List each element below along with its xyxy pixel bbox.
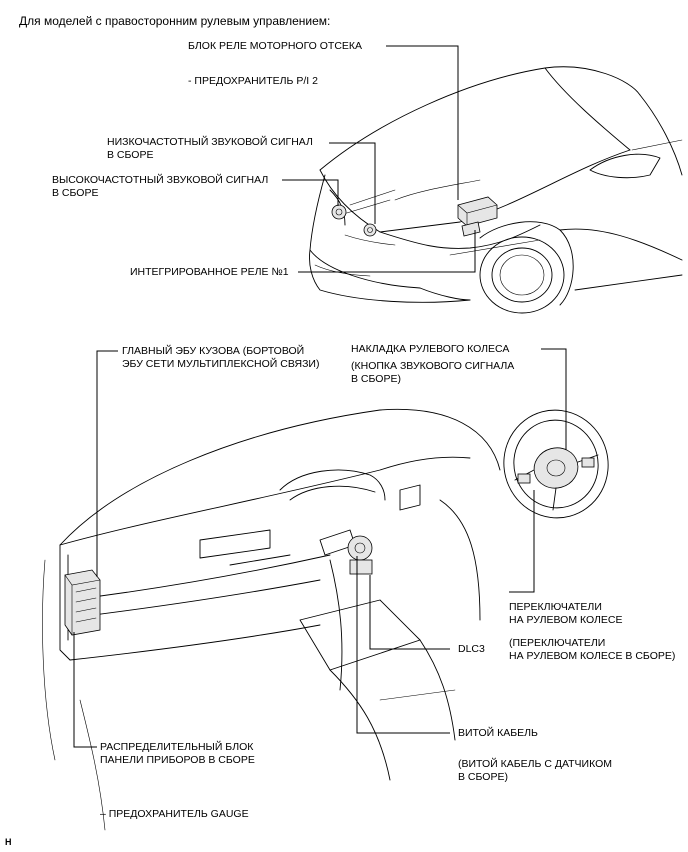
label-main-ecu-line2: ЭБУ СЕТИ МУЛЬТИПЛЕКСНОЙ СВЯЗИ) — [122, 358, 320, 370]
label-wheel-pad-line3: В СБОРЕ) — [351, 373, 401, 385]
label-wheel-switch-line3: (ПЕРЕКЛЮЧАТЕЛИ — [509, 637, 606, 649]
label-spiral-line1: ВИТОЙ КАБЕЛЬ — [458, 727, 538, 739]
corner-mark: H — [5, 837, 12, 847]
label-engine-relay-block: БЛОК РЕЛЕ МОТОРНОГО ОТСЕКА — [188, 40, 363, 52]
label-fuse-pi2: - ПРЕДОХРАНИТЕЛЬ P/I 2 — [188, 75, 318, 87]
label-junction-line1: РАСПРЕДЕЛИТЕЛЬНЫЙ БЛОК — [100, 741, 254, 753]
label-high-horn-line2: В СБОРЕ — [52, 187, 99, 199]
header-note: Для моделей с правосторонним рулевым упр… — [19, 14, 331, 28]
car-illustration — [309, 66, 683, 314]
label-wheel-pad-line2: (КНОПКА ЗВУКОВОГО СИГНАЛА — [351, 360, 515, 372]
label-fuse-gauge: – ПРЕДОХРАНИТЕЛЬ GAUGE — [100, 808, 249, 820]
label-spiral-line2: (ВИТОЙ КАБЕЛЬ С ДАТЧИКОМ — [458, 758, 612, 770]
leader-lines — [73, 45, 567, 748]
label-wheel-pad-line1: НАКЛАДКА РУЛЕВОГО КОЛЕСА — [351, 343, 510, 355]
label-dlc3: DLC3 — [458, 643, 485, 655]
label-integrated-relay: ИНТЕГРИРОВАННОЕ РЕЛЕ №1 — [130, 266, 289, 278]
label-wheel-switch-line2: НА РУЛЕВОМ КОЛЕСЕ — [509, 614, 623, 626]
label-wheel-switch-line1: ПЕРЕКЛЮЧАТЕЛИ — [509, 601, 602, 613]
label-main-ecu-line1: ГЛАВНЫЙ ЭБУ КУЗОВА (БОРТОВОЙ — [122, 345, 305, 357]
label-junction-line2: ПАНЕЛИ ПРИБОРОВ В СБОРЕ — [100, 754, 255, 766]
label-spiral-line3: В СБОРЕ) — [458, 771, 508, 783]
label-wheel-switch-line4: НА РУЛЕВОМ КОЛЕСЕ В СБОРЕ) — [509, 650, 676, 662]
dashboard-illustration — [42, 408, 501, 831]
label-high-horn-line1: ВЫСОКОЧАСТОТНЫЙ ЗВУКОВОЙ СИГНАЛ — [52, 174, 269, 186]
label-low-horn-line1: НИЗКОЧАСТОТНЫЙ ЗВУКОВОЙ СИГНАЛ — [107, 136, 313, 148]
label-low-horn-line2: В СБОРЕ — [107, 149, 154, 161]
steering-wheel-illustration — [503, 409, 609, 519]
